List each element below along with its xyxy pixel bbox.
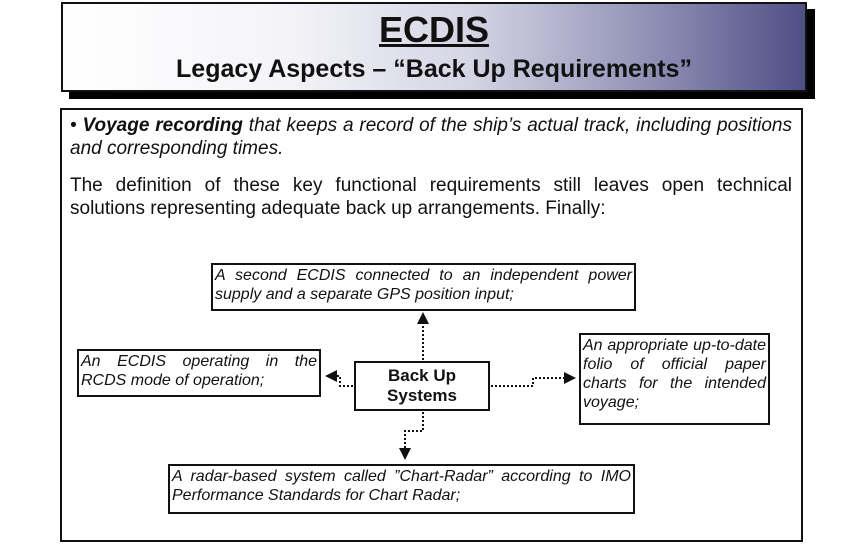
box-second-ecdis: A second ECDIS connected to an independe… xyxy=(211,263,636,311)
voyage-recording-term: Voyage recording xyxy=(82,115,243,136)
slide-title: ECDIS xyxy=(378,9,490,50)
connector-bottom xyxy=(399,412,424,460)
box-back-up-systems: Back Up Systems xyxy=(354,361,490,411)
connector-left xyxy=(325,370,353,387)
voyage-recording-paragraph: • Voyage recording that keeps a record o… xyxy=(70,114,792,160)
box-chart-radar: A radar-based system called ”Chart-Radar… xyxy=(168,464,635,514)
bullet: • xyxy=(70,115,77,136)
voyage-recording-text: that keeps a record of the ship’s actual… xyxy=(70,115,792,159)
title-banner: ECDIS Legacy Aspects – “Back Up Requirem… xyxy=(61,2,807,92)
slide-subtitle: Legacy Aspects – “Back Up Requirements” xyxy=(176,55,692,83)
definition-paragraph: The definition of these key functional r… xyxy=(70,175,792,219)
content-panel: • Voyage recording that keeps a record o… xyxy=(60,108,803,542)
connector-right xyxy=(491,372,576,387)
box-rcds-mode: An ECDIS operating in the RCDS mode of o… xyxy=(77,349,321,397)
box-paper-charts: An appropriate up-to-date folio of offic… xyxy=(579,333,770,425)
